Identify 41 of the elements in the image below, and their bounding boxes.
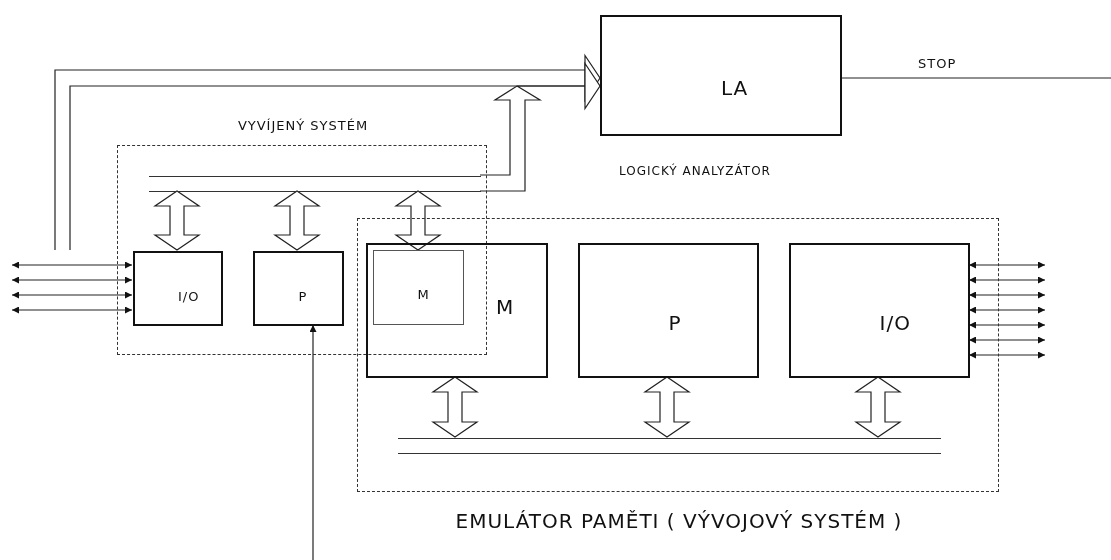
signal-arrow bbox=[11, 291, 133, 299]
bus-arrow bbox=[153, 190, 201, 251]
block-box bbox=[789, 243, 970, 378]
signal-arrow bbox=[11, 261, 133, 269]
region-title: VYVÍJENÝ SYSTÉM bbox=[236, 118, 370, 133]
block-label: P bbox=[668, 310, 682, 335]
block-label: P bbox=[298, 288, 308, 304]
block-label: LA bbox=[721, 75, 749, 100]
bus-arrow bbox=[643, 376, 691, 438]
signal-arrow bbox=[968, 321, 1046, 329]
signal-arrow bbox=[11, 276, 133, 284]
block-box bbox=[366, 243, 548, 378]
region-title: EMULÁTOR PAMĚTI ( VÝVOJOVÝ SYSTÉM ) bbox=[454, 509, 904, 533]
bus-arrow bbox=[479, 62, 601, 176]
signal-arrow bbox=[968, 276, 1046, 284]
block-label: I/O bbox=[178, 288, 200, 304]
block-label: M bbox=[417, 286, 430, 302]
block-label: M bbox=[496, 295, 515, 319]
bus-bar bbox=[149, 176, 481, 192]
bus-arrow bbox=[431, 376, 479, 438]
block-label: I/O bbox=[879, 310, 911, 335]
bus-bar bbox=[398, 438, 941, 454]
arrow bbox=[309, 324, 317, 560]
node-label: LOGICKÝ ANALYZÁTOR bbox=[619, 164, 771, 178]
signal-arrow bbox=[968, 306, 1046, 314]
bus-arrow bbox=[54, 69, 501, 251]
bus-arrow bbox=[479, 54, 601, 192]
bus-arrow bbox=[854, 376, 902, 438]
block-box bbox=[373, 250, 464, 325]
bus-arrow bbox=[394, 190, 442, 251]
edge-label: STOP bbox=[918, 56, 957, 71]
signal-arrow bbox=[968, 261, 1046, 269]
signal-line bbox=[841, 77, 1111, 79]
signal-arrow bbox=[968, 291, 1046, 299]
bus-arrow bbox=[273, 190, 321, 251]
signal-arrow bbox=[968, 351, 1046, 359]
block-box bbox=[578, 243, 759, 378]
signal-arrow bbox=[11, 306, 133, 314]
block-box bbox=[133, 251, 223, 326]
signal-arrow bbox=[968, 336, 1046, 344]
block-box bbox=[253, 251, 344, 326]
